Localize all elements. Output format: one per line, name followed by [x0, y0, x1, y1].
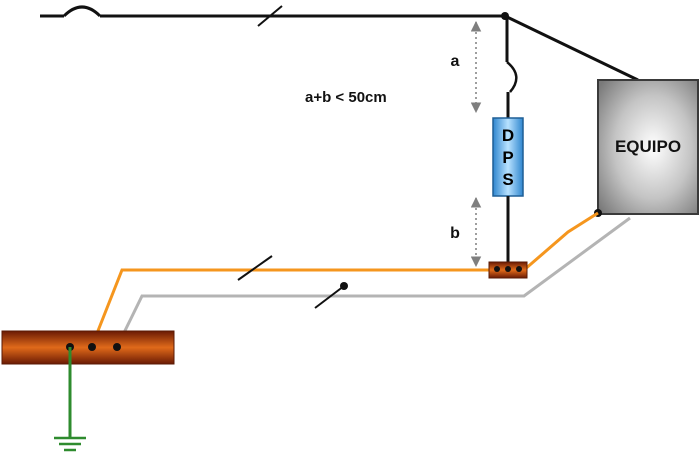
- orange-wire-left: [90, 268, 492, 347]
- dps-fuse-arc-icon: [506, 61, 518, 93]
- orange-wire-tick: [237, 255, 273, 281]
- main-ground-busbar: [1, 330, 175, 365]
- gray-wire: [115, 216, 631, 348]
- label-b: b: [450, 225, 460, 242]
- formula-label: a+b < 50cm: [305, 89, 387, 106]
- dps-letter-s: S: [502, 170, 513, 189]
- label-a: a: [451, 53, 460, 70]
- gray-wire-dot: [340, 282, 348, 290]
- equipment-box: [597, 79, 699, 215]
- dps-letter-p: P: [502, 148, 513, 167]
- orange-wire-right: [523, 211, 599, 272]
- main-busbar-terminal-2: [88, 343, 96, 351]
- gray-wire-tick: [314, 285, 345, 309]
- dps-device: [492, 117, 524, 197]
- local-busbar-terminal-3: [516, 266, 522, 272]
- main-busbar-terminal-3: [113, 343, 121, 351]
- ground-symbol-icon: [54, 436, 86, 452]
- local-busbar-terminal-2: [505, 266, 511, 272]
- dps-letter-d: D: [502, 126, 514, 145]
- supply-line-tick: [257, 5, 283, 27]
- equipment-label: EQUIPO: [615, 137, 681, 156]
- local-busbar-terminal-1: [494, 266, 500, 272]
- switch-arc-icon: [62, 5, 102, 18]
- equipment-feed-line: [504, 14, 639, 82]
